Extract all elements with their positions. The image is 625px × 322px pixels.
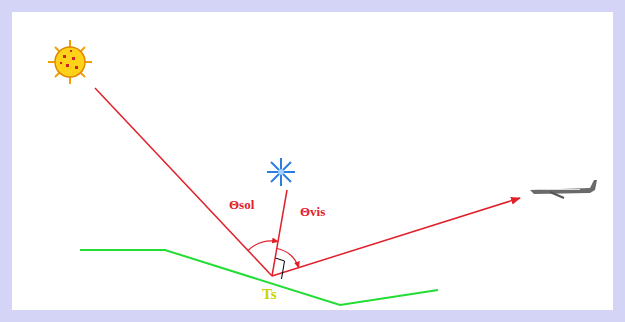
airplane-icon	[530, 180, 597, 198]
angle-label: Θvis	[300, 205, 325, 218]
sun-icon	[48, 40, 92, 84]
snowflake-icon	[267, 158, 295, 186]
angle-label: Θsol	[229, 198, 254, 211]
surface-label: Ts	[262, 287, 276, 302]
white-panel	[12, 12, 613, 310]
